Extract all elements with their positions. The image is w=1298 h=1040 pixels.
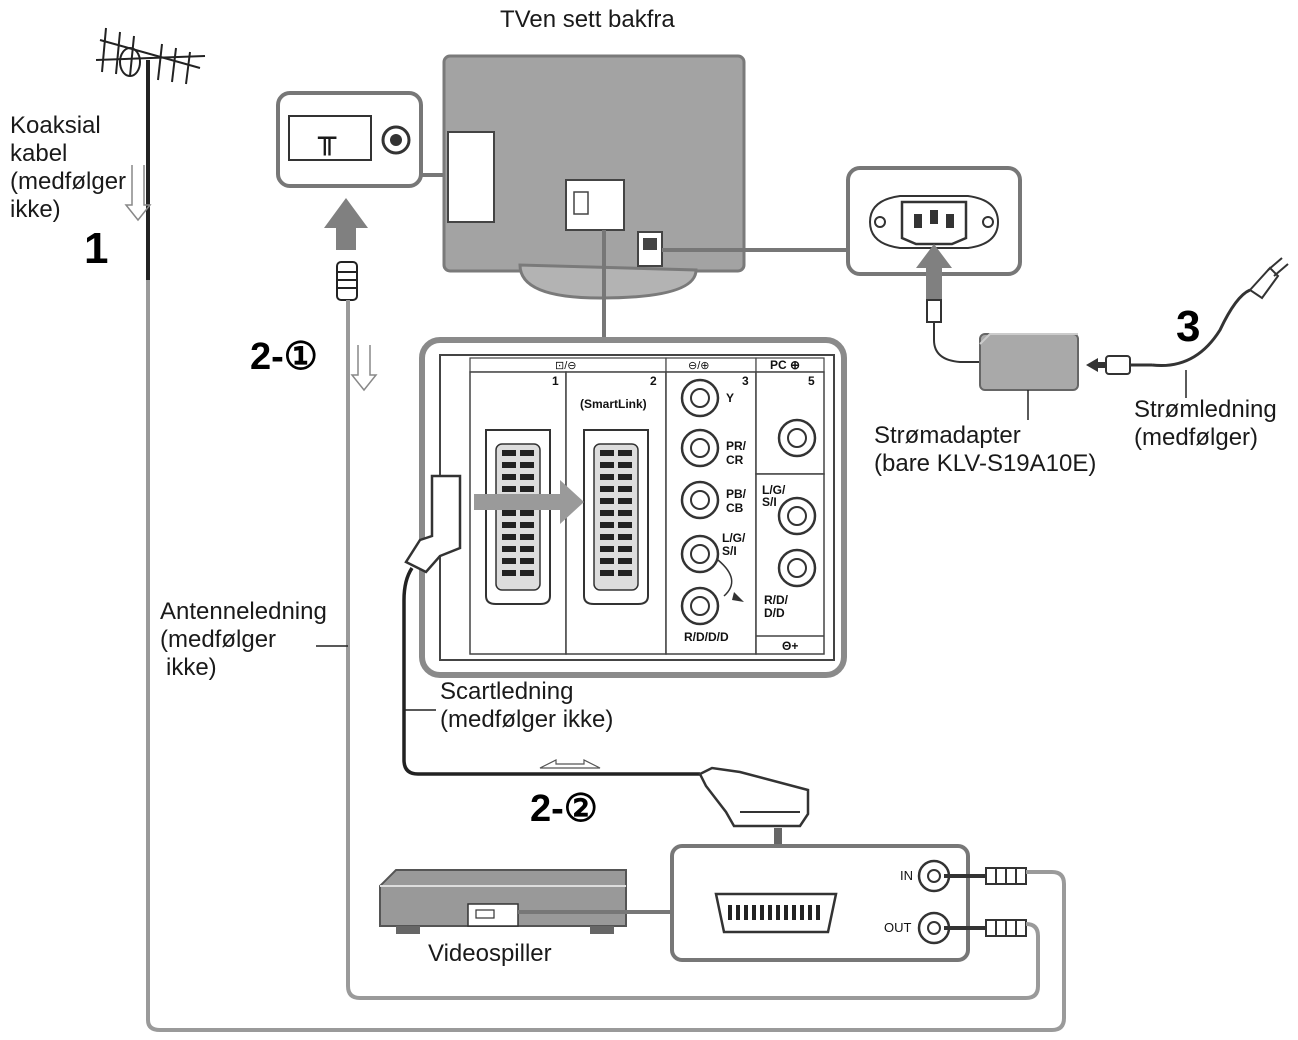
coax-label-line4: ikke) xyxy=(10,196,61,223)
port-number-3: 3 xyxy=(742,374,749,388)
antenna-lead-cable xyxy=(346,300,1040,1000)
bidirectional-arrow-icon xyxy=(539,759,601,769)
power-socket-closeup xyxy=(846,166,1022,276)
antenna-socket-closeup xyxy=(276,91,446,188)
jack-label-y: Y xyxy=(726,391,734,405)
vcr-in-label: IN xyxy=(900,868,913,883)
power-adapter-label-line1: Strømadapter xyxy=(874,422,1021,449)
signal-direction-arrow-icon xyxy=(124,165,152,222)
power-adapter-label-line2: (bare KLV-S19A10E) xyxy=(874,450,1097,477)
pc-label-lgsi: L/G/ xyxy=(762,483,786,497)
panel-header-pc: PC ⊕ xyxy=(770,358,800,372)
antenna-socket-symbol: ╥ xyxy=(318,121,337,156)
vcr-out-label: OUT xyxy=(884,920,912,935)
coax-label-line2: kabel xyxy=(10,140,68,167)
arrow-icon xyxy=(732,592,744,602)
signal-direction-arrow-icon xyxy=(350,345,378,392)
port-number-2: 2 xyxy=(650,374,657,388)
scart-cable xyxy=(402,474,810,828)
antenna-lead-label-line1: Antenneledning xyxy=(160,598,327,625)
step-3: 3 xyxy=(1176,302,1201,351)
jack-label-si: S/I xyxy=(722,544,737,558)
tv-back-title: TVen sett bakfra xyxy=(500,6,675,33)
step-1: 1 xyxy=(84,224,109,273)
step-2-1: 2-① xyxy=(250,336,318,378)
pc-label-si: S/I xyxy=(762,495,777,509)
port-number-1: 1 xyxy=(552,374,559,388)
headphone-label: Θ+ xyxy=(782,639,798,653)
antenna-lead-label-line2: (medfølger xyxy=(160,626,277,653)
antenna-icon xyxy=(95,27,206,280)
up-arrow-icon xyxy=(916,244,952,300)
jack-label-lgsi: L/G/ xyxy=(722,531,746,545)
pc-jacks xyxy=(777,418,817,588)
connector-panel: ⊡/⊖ ⊖/⊕ PC ⊕ 1 2 3 5 (SmartLink) xyxy=(419,337,847,678)
left-arrow-icon xyxy=(1086,358,1106,372)
antenna-coax-cable xyxy=(146,280,1066,1032)
scart-lead-label-line2: (medfølger ikke) xyxy=(440,706,614,733)
coax-plug-icon xyxy=(336,261,358,301)
tv-back-illustration xyxy=(442,54,746,300)
pc-label-dd: D/D xyxy=(764,606,785,620)
jack-label-rddd: R/D/D/D xyxy=(684,630,729,644)
jack-label-cr: CR xyxy=(726,453,744,467)
right-arrow-icon xyxy=(474,480,584,524)
video-player-label: Videospiller xyxy=(428,940,552,967)
up-arrow-icon xyxy=(324,198,368,250)
component-jacks xyxy=(680,378,720,626)
vcr-back-panel: IN OUT xyxy=(670,844,970,962)
jack-label-cb: CB xyxy=(726,501,744,515)
smartlink-label: (SmartLink) xyxy=(580,397,647,411)
power-cord-label-line1: Strømledning xyxy=(1134,396,1277,423)
panel-header-scart: ⊡/⊖ xyxy=(555,360,577,372)
power-plug-icon xyxy=(1105,257,1289,398)
jack-label-pr: PR/ xyxy=(726,439,747,453)
coax-plug-icon xyxy=(944,867,1027,937)
power-cord-label-line2: (medfølger) xyxy=(1134,424,1259,451)
scart-socket-2 xyxy=(583,429,649,605)
scart-socket-1 xyxy=(485,429,551,605)
scart-lead-label-line1: Scartledning xyxy=(440,678,574,705)
antenna-lead-label-line3: ikke) xyxy=(166,654,217,681)
step-2-2: 2-② xyxy=(530,788,598,830)
vcr-icon xyxy=(379,869,672,934)
power-adapter-icon xyxy=(926,299,1079,420)
pc-label-rd: R/D/ xyxy=(764,593,789,607)
coax-label-line3: (medfølger xyxy=(10,168,127,195)
jack-label-pb: PB/ xyxy=(726,487,747,501)
coax-label-line1: Koaksial xyxy=(10,112,101,139)
panel-header-component: ⊖/⊕ xyxy=(688,360,710,372)
port-number-5: 5 xyxy=(808,374,815,388)
